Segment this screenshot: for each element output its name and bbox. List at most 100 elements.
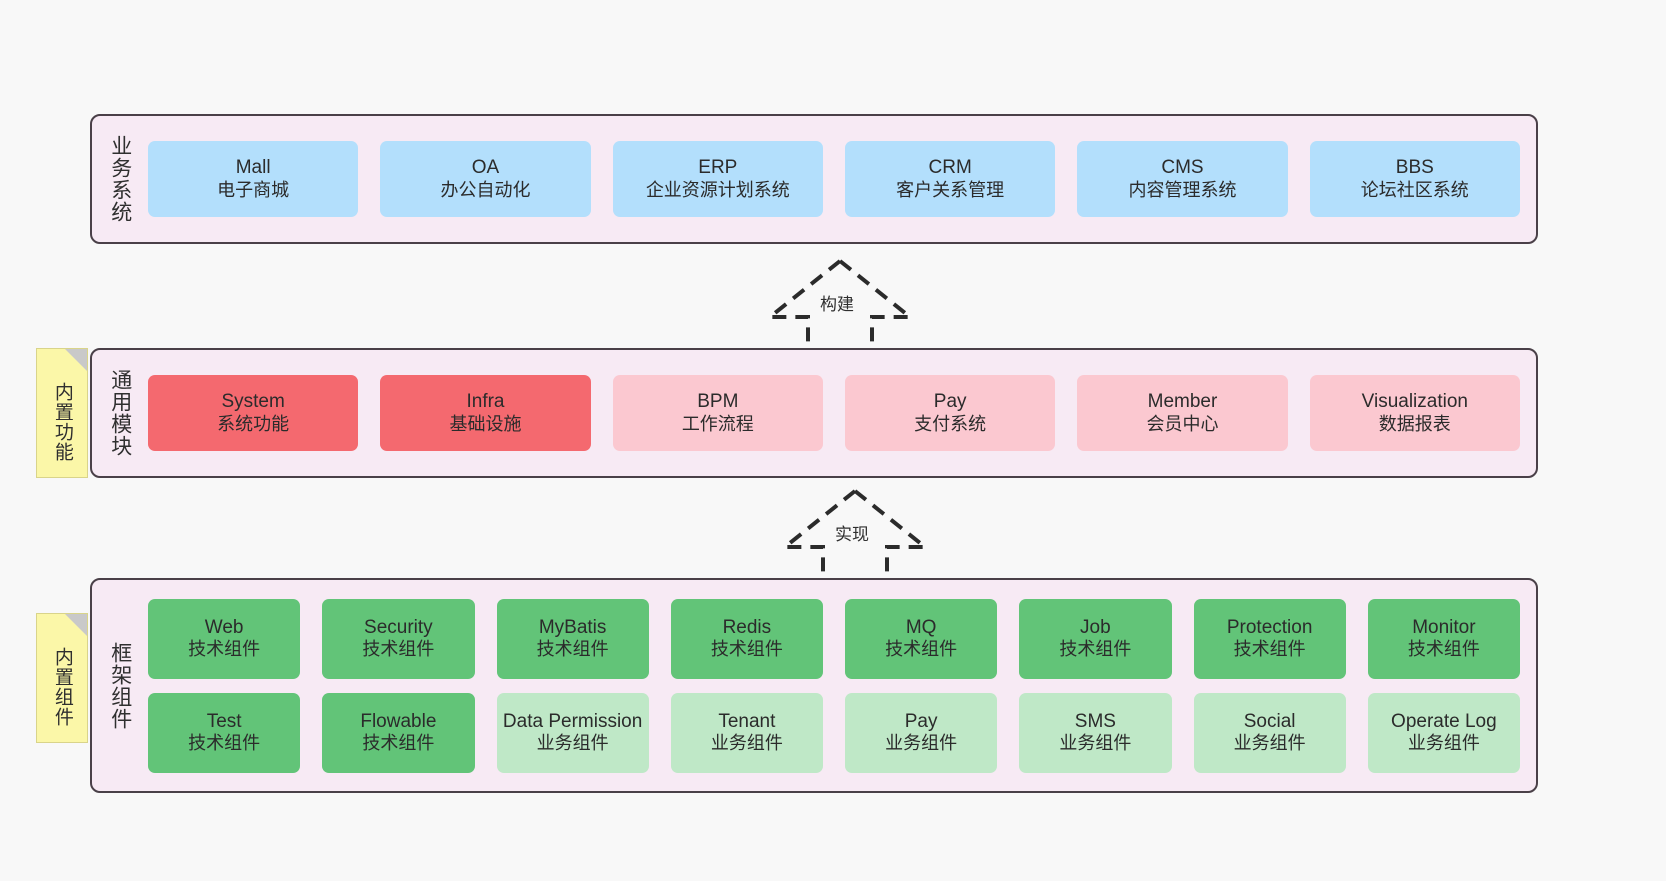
module-name: CMS (1161, 157, 1204, 179)
note-built-in-function: 内置功能 (36, 348, 88, 478)
module-subtitle: 技术组件 (188, 733, 261, 754)
module-name: Member (1147, 391, 1218, 413)
module-card-pay[interactable]: Pay 支付系统 (844, 375, 1056, 451)
module-card-erp[interactable]: ERP 企业资源计划系统 (612, 141, 823, 217)
module-name: BBS (1395, 157, 1434, 179)
module-card-web[interactable]: Web 技术组件 (148, 598, 301, 679)
module-subtitle: 技术组件 (1233, 639, 1306, 660)
module-name: CRM (928, 157, 972, 179)
layer-body-framework-components: Web 技术组件 Security 技术组件 MyBatis 技术组件 Redi… (138, 588, 1526, 783)
module-card-bpm[interactable]: BPM 工作流程 (612, 375, 823, 451)
module-card-redis[interactable]: Redis 技术组件 (670, 598, 823, 679)
module-name: MyBatis (538, 616, 607, 638)
module-subtitle: 技术组件 (885, 639, 958, 660)
module-subtitle: 会员中心 (1146, 413, 1219, 434)
module-name: Pay (933, 391, 967, 413)
note-built-in-component: 内置组件 (36, 613, 88, 743)
module-card-flowable[interactable]: Flowable 技术组件 (322, 692, 475, 773)
note-label: 内置组件 (51, 647, 73, 727)
module-name: BPM (697, 391, 739, 413)
layer-body-common-modules: System 系统功能 Infra 基础设施 BPM 工作流程 Pay 支付系统… (138, 358, 1526, 468)
module-card-monitor[interactable]: Monitor 技术组件 (1367, 598, 1520, 679)
row-business-components: Test 技术组件 Flowable 技术组件 Data Permission … (148, 692, 1520, 773)
layer-business-systems: 业务系统 Mall 电子商城 OA 办公自动化 ERP 企业资源计划系统 CRM… (90, 114, 1538, 244)
module-subtitle: 技术组件 (188, 639, 261, 660)
module-card-visualization[interactable]: Visualization 数据报表 (1309, 375, 1520, 451)
connector-label-implement: 实现 (833, 525, 871, 544)
module-name: Security (364, 616, 433, 638)
module-subtitle: 客户关系管理 (896, 179, 1005, 200)
module-card-bbs[interactable]: BBS 论坛社区系统 (1309, 141, 1520, 217)
module-subtitle: 技术组件 (1059, 639, 1132, 660)
dashed-generalization-arrow-icon (779, 489, 931, 583)
module-card-mybatis[interactable]: MyBatis 技术组件 (496, 598, 649, 679)
module-name: Mall (235, 157, 271, 179)
module-subtitle: 业务组件 (885, 733, 958, 754)
module-name: Infra (466, 391, 505, 413)
module-name: Data Permission (502, 710, 643, 732)
module-subtitle: 业务组件 (536, 733, 609, 754)
module-subtitle: 内容管理系统 (1128, 179, 1237, 200)
module-subtitle: 电子商城 (217, 179, 290, 200)
module-name: Monitor (1412, 616, 1476, 638)
module-subtitle: 系统功能 (217, 413, 290, 434)
module-name: Job (1080, 616, 1111, 638)
module-subtitle: 技术组件 (362, 639, 435, 660)
module-name: Pay (904, 710, 938, 732)
module-card-system[interactable]: System 系统功能 (148, 375, 359, 451)
row-tech-components: Web 技术组件 Security 技术组件 MyBatis 技术组件 Redi… (148, 598, 1520, 679)
module-name: Flowable (360, 710, 437, 732)
layer-title-framework-components: 框架组件 (108, 641, 132, 730)
module-card-tenant[interactable]: Tenant 业务组件 (670, 692, 823, 773)
module-card-social[interactable]: Social 业务组件 (1193, 692, 1346, 773)
module-subtitle: 业务组件 (1407, 733, 1480, 754)
module-card-sms[interactable]: SMS 业务组件 (1019, 692, 1172, 773)
layer-body-business-systems: Mall 电子商城 OA 办公自动化 ERP 企业资源计划系统 CRM 客户关系… (138, 124, 1526, 234)
layer-title-common-modules: 通用模块 (108, 369, 132, 457)
module-card-data-permission[interactable]: Data Permission 业务组件 (496, 692, 649, 773)
module-subtitle: 企业资源计划系统 (645, 179, 790, 200)
module-name: SMS (1074, 710, 1116, 732)
module-name: OA (471, 157, 500, 179)
module-subtitle: 数据报表 (1378, 413, 1451, 434)
module-subtitle: 基础设施 (449, 413, 522, 434)
module-card-cms[interactable]: CMS 内容管理系统 (1077, 141, 1288, 217)
module-card-pay-business[interactable]: Pay 业务组件 (845, 692, 998, 773)
module-name: Visualization (1361, 391, 1468, 413)
module-subtitle: 业务组件 (710, 733, 783, 754)
connector-build: 构建 (760, 257, 920, 353)
module-card-mall[interactable]: Mall 电子商城 (148, 141, 359, 217)
module-card-crm[interactable]: CRM 客户关系管理 (844, 141, 1056, 217)
module-card-infra[interactable]: Infra 基础设施 (380, 375, 591, 451)
module-name: Test (206, 710, 242, 732)
layer-framework-components: 框架组件 Web 技术组件 Security 技术组件 MyBatis 技术组件… (90, 578, 1538, 793)
module-card-security[interactable]: Security 技术组件 (322, 598, 475, 679)
module-card-member[interactable]: Member 会员中心 (1077, 375, 1288, 451)
module-subtitle: 工作流程 (681, 413, 754, 434)
module-name: Tenant (718, 710, 776, 732)
module-card-operate-log[interactable]: Operate Log 业务组件 (1367, 692, 1520, 773)
module-subtitle: 业务组件 (1233, 733, 1306, 754)
module-subtitle: 论坛社区系统 (1360, 179, 1469, 200)
module-name: Social (1243, 710, 1296, 732)
layer-common-modules: 通用模块 System 系统功能 Infra 基础设施 BPM 工作流程 Pay… (90, 348, 1538, 478)
module-name: MQ (905, 616, 937, 638)
module-name: Operate Log (1391, 710, 1497, 732)
module-card-oa[interactable]: OA 办公自动化 (380, 141, 591, 217)
module-name: Protection (1226, 616, 1313, 638)
module-card-mq[interactable]: MQ 技术组件 (845, 598, 998, 679)
layer-title-business-systems: 业务系统 (108, 135, 132, 223)
row-common-modules: System 系统功能 Infra 基础设施 BPM 工作流程 Pay 支付系统… (148, 375, 1520, 451)
module-card-test[interactable]: Test 技术组件 (148, 692, 301, 773)
module-subtitle: 技术组件 (362, 733, 435, 754)
connector-implement: 实现 (775, 487, 935, 583)
module-subtitle: 技术组件 (710, 639, 783, 660)
dashed-generalization-arrow-icon (764, 259, 916, 353)
module-subtitle: 支付系统 (914, 413, 987, 434)
module-name: System (221, 391, 285, 413)
module-card-job[interactable]: Job 技术组件 (1019, 598, 1172, 679)
row-business-systems: Mall 电子商城 OA 办公自动化 ERP 企业资源计划系统 CRM 客户关系… (148, 141, 1520, 217)
module-subtitle: 技术组件 (1407, 639, 1480, 660)
module-card-protection[interactable]: Protection 技术组件 (1193, 598, 1346, 679)
